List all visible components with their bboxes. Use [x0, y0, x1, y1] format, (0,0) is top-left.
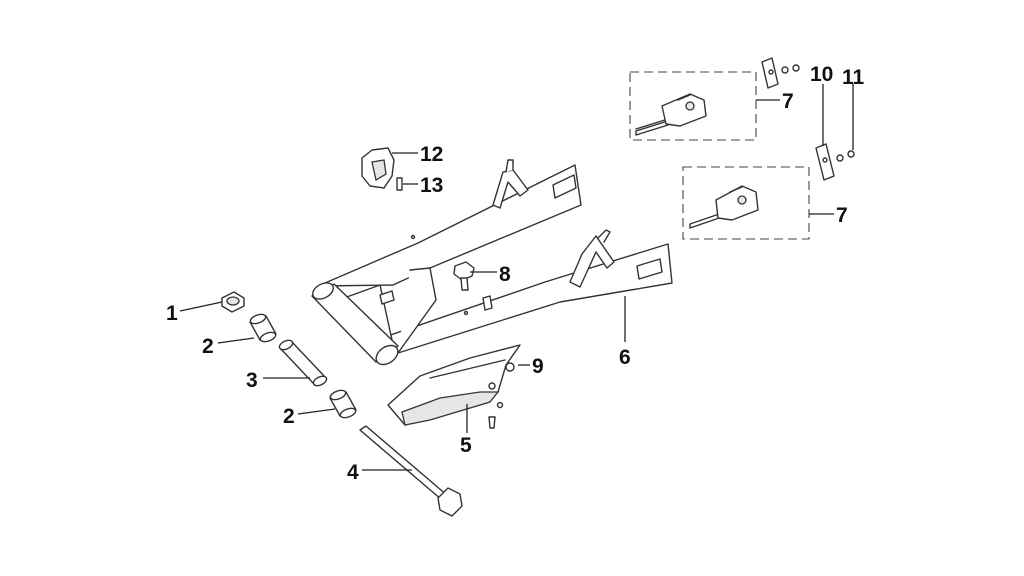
callout-1: 1: [166, 302, 178, 325]
chain-adjuster-upper: [629, 71, 757, 141]
chain-slider-bracket: [361, 147, 395, 189]
callout-13: 13: [420, 174, 443, 197]
callout-3: 3: [246, 369, 258, 392]
pivot-collar: [278, 339, 328, 387]
pivot-bushing-lower: [329, 389, 357, 419]
callout-6: 6: [619, 346, 631, 369]
callout-10: 10: [810, 63, 833, 86]
chain-adjuster-lower: [682, 166, 810, 240]
callout-5: 5: [460, 434, 472, 457]
callout-9: 9: [532, 355, 544, 378]
swingarm: [311, 159, 673, 366]
adjuster-plate-upper: [761, 57, 800, 89]
pivot-bushing-upper: [249, 313, 277, 343]
callout-8: 8: [499, 263, 511, 286]
pivot-bolt: [359, 425, 463, 517]
leader-lines: [179, 84, 854, 471]
pivot-nut: [221, 291, 245, 313]
chain-guard-screw: [488, 416, 496, 429]
chain-guard: [387, 344, 521, 426]
chain-guard-nut: [505, 362, 515, 372]
callout-7-lower: 7: [836, 204, 848, 227]
callout-2-lower: 2: [283, 405, 295, 428]
adjuster-plate-lower: [815, 143, 855, 181]
shock-mount-bolt: [453, 261, 475, 291]
callout-2-upper: 2: [202, 335, 214, 358]
callout-12: 12: [420, 143, 443, 166]
bracket-screw: [396, 177, 403, 191]
callout-11: 11: [842, 66, 865, 89]
callout-7-upper: 7: [782, 90, 794, 113]
callout-4: 4: [347, 461, 359, 484]
